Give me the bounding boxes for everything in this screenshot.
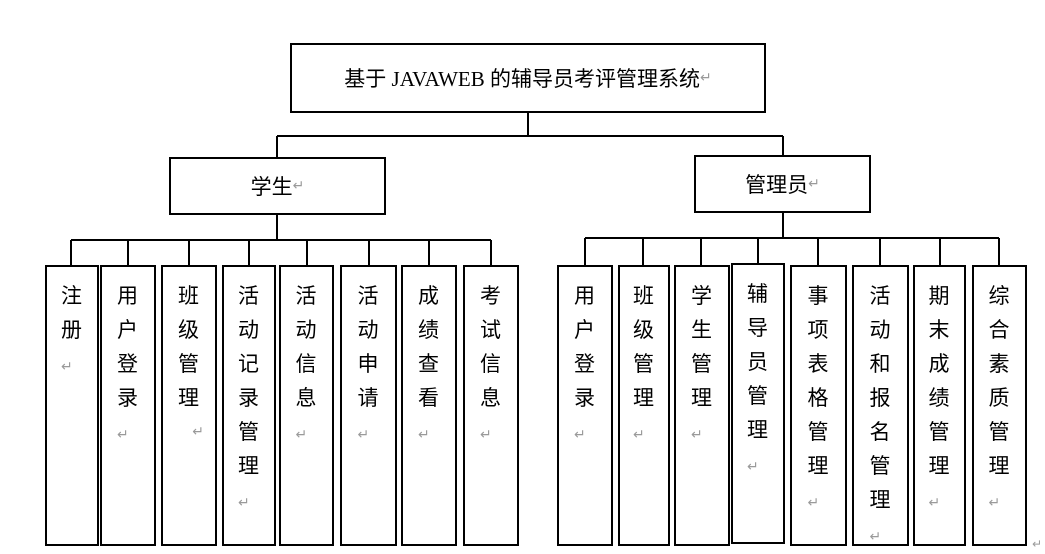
return-mark: ↵ [192,424,204,440]
leaf-label: 期末成绩管理 [928,284,950,478]
leaf-label: 注册 [61,284,82,342]
leaf-label: 班级管理 [178,284,199,410]
leaf-admin-final-score-management: 期末成绩管理 ↵ [913,265,966,546]
leaf-label: 用户登录 [117,284,138,410]
leaf-admin-class-management: 班级管理 ↵ [618,265,670,546]
group-student: 学生↵ [169,157,386,215]
leaf-admin-user-login: 用户登录 ↵ [557,265,613,546]
return-mark: ↵ [61,359,73,375]
return-mark: ↵ [117,427,129,443]
leaf-student-user-login: 用户登录 ↵ [100,265,156,546]
leaf-student-register: 注册 ↵ [45,265,99,546]
group-admin: 管理员↵ [694,155,871,213]
leaf-label: 考试信息 [480,284,501,410]
root-label: 基于 JAVAWEB 的辅导员考评管理系统 [344,67,700,91]
leaf-label: 活动和报名管理 [869,284,891,512]
leaf-label: 活动记录管理 [238,284,259,478]
leaf-student-activity-info: 活动信息 ↵ [279,265,334,546]
group-admin-label: 管理员 [745,173,809,197]
return-mark: ↵ [988,495,1001,511]
return-mark: ↵ [691,427,703,443]
svg-text:↵: ↵ [1032,537,1042,550]
leaf-label: 活动申请 [357,284,379,410]
leaf-label: 学生管理 [691,284,712,410]
return-mark: ↵ [700,70,712,86]
leaf-label: 活动信息 [295,284,317,410]
leaf-label: 成绩查看 [418,284,439,410]
leaf-admin-comprehensive-quality-management: 综合素质管理 ↵ [972,265,1027,546]
return-mark: ↵ [807,495,820,511]
leaf-admin-counselor-management: 辅导员管理 ↵ [731,263,785,544]
leaf-label: 事项表格管理 [807,284,829,478]
leaf-label: 辅导员管理 [747,282,768,442]
return-mark: ↵ [357,427,370,443]
return-mark: ↵ [808,176,820,192]
return-mark: ↵ [633,427,645,443]
leaf-admin-activity-registration-management: 活动和报名管理 ↵ [852,265,909,546]
leaf-student-class-management: 班级管理 ↵ [161,265,217,546]
return-mark: ↵ [292,178,305,194]
leaf-label: 用户登录 [574,284,595,410]
leaf-label: 班级管理 [633,284,654,410]
leaf-admin-item-form-management: 事项表格管理 ↵ [790,265,847,546]
leaf-student-activity-application: 活动申请 ↵ [340,265,397,546]
return-mark: ↵ [480,427,492,443]
root-node: 基于 JAVAWEB 的辅导员考评管理系统↵ [290,43,766,113]
return-mark: ↵ [295,427,308,443]
leaf-student-score-view: 成绩查看 ↵ [401,265,457,546]
return-mark: ↵ [238,495,250,511]
return-mark: ↵ [869,529,882,545]
leaf-label: 综合素质管理 [988,284,1010,478]
leaf-student-exam-info: 考试信息 ↵ [463,265,519,546]
group-student-label: 学生 [250,175,293,199]
return-mark: ↵ [928,495,941,511]
return-mark: ↵ [574,427,586,443]
leaf-student-activity-record-management: 活动记录管理 ↵ [222,265,276,546]
leaf-admin-student-management: 学生管理 ↵ [674,265,730,546]
return-mark: ↵ [747,459,759,475]
return-mark: ↵ [418,427,430,443]
